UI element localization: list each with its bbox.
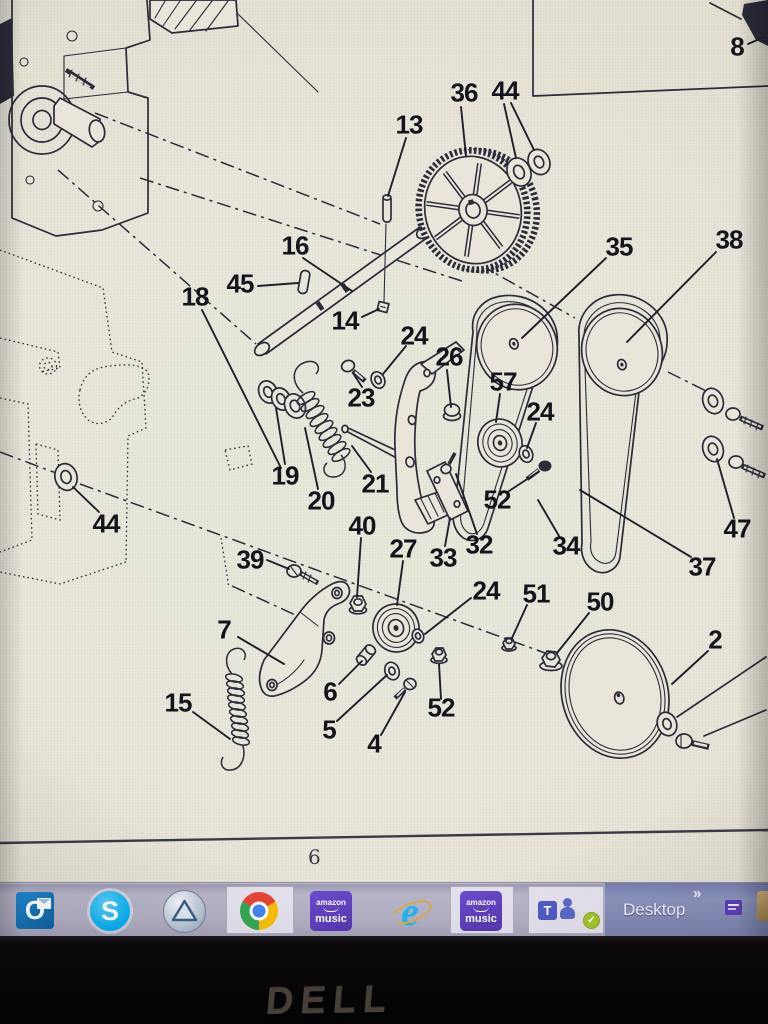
dell-logo: DELL — [264, 978, 396, 1024]
person-icon — [559, 898, 575, 922]
monitor-bezel: DELL — [0, 936, 768, 1024]
envelope-icon — [37, 898, 51, 909]
amazon-smile-icon — [473, 906, 489, 912]
toolbar-overflow-chevron[interactable]: » — [693, 885, 702, 902]
triangle-icon — [171, 899, 198, 922]
outlook-icon[interactable]: O — [16, 892, 54, 929]
system-utility-icon[interactable] — [163, 890, 206, 933]
desktop-toolbar-label[interactable]: Desktop — [623, 900, 686, 919]
skype-glyph: S — [100, 895, 119, 926]
amazon-mini-icon[interactable] — [725, 900, 742, 915]
amazon-music-icon-2[interactable]: amazon music — [460, 891, 502, 931]
desktop-toolbar: Desktop » — [604, 883, 768, 936]
internet-explorer-icon[interactable]: e — [387, 889, 435, 934]
chrome-icon[interactable] — [240, 892, 278, 930]
page-number: 6 — [308, 845, 321, 869]
amazon-smile-icon — [323, 906, 339, 912]
check-badge-icon: ✓ — [583, 912, 600, 929]
partial-edge-icon — [757, 891, 768, 921]
skype-icon[interactable]: S — [90, 891, 130, 931]
amazon-music-icon[interactable]: amazon music — [310, 891, 352, 931]
teams-icon[interactable]: T ✓ — [538, 895, 600, 929]
taskbar: O S amazon music e amazon music — [0, 882, 768, 936]
parts-diagram — [0, 0, 768, 845]
